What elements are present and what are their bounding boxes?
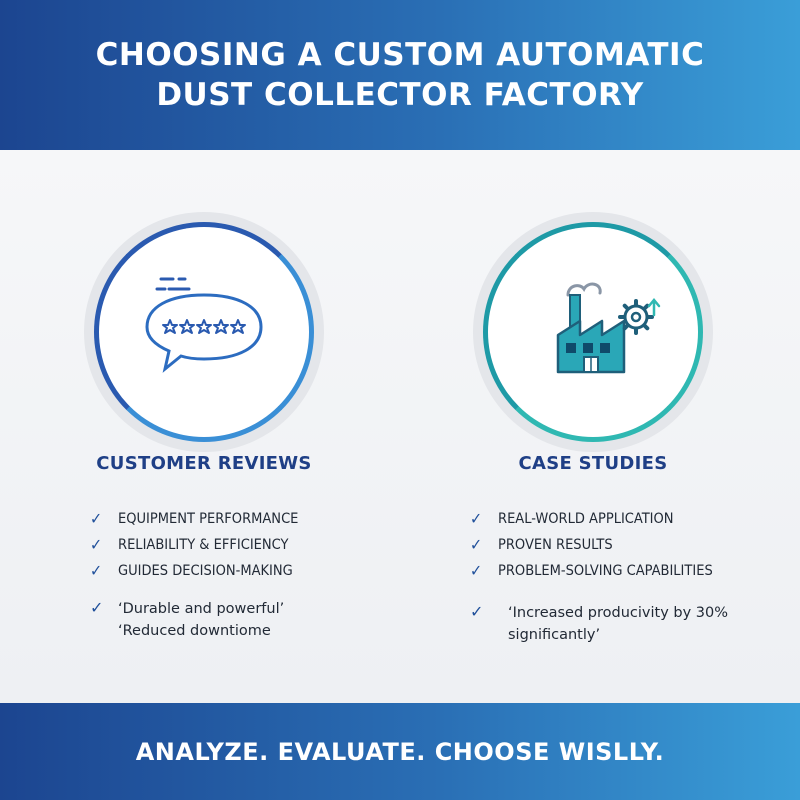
list-item: ✓REAL-WORLD APPLICATION [470, 506, 713, 532]
list-item: ✓PROVEN RESULTS [470, 532, 713, 558]
case-studies-quotes: ✓ ‘Increased producivity by 30% signific… [470, 602, 728, 646]
case-studies-circle-ring [483, 222, 703, 442]
case-studies-title: CASE STUDIES [518, 453, 668, 474]
reviews-list: ✓EQUIPMENT PERFORMANCE ✓RELIABILITY & EF… [90, 506, 298, 584]
page-title: CHOOSING A CUSTOM AUTOMATIC DUST COLLECT… [95, 37, 705, 113]
check-icon: ✓ [90, 561, 103, 580]
quote-line: ‘Increased producivity by 30% [508, 605, 729, 621]
footer-banner: ANALYZE. EVALUATE. CHOOSE WISLLY. [0, 703, 800, 800]
reviews-quotes: ✓ ‘Durable and powerful’ ‘Reduced downti… [90, 598, 284, 642]
factory-gear-icon [556, 282, 661, 374]
check-icon: ✓ [470, 561, 483, 580]
list-item: ✓GUIDES DECISION-MAKING [90, 558, 298, 584]
list-item: ✓EQUIPMENT PERFORMANCE [90, 506, 298, 532]
check-icon: ✓ [470, 509, 483, 528]
check-icon: ✓ [90, 509, 103, 528]
quote-line: significantly’ [508, 627, 601, 643]
list-item: ✓PROBLEM-SOLVING CAPABILITIES [470, 558, 713, 584]
check-icon: ✓ [90, 598, 104, 617]
check-icon: ✓ [90, 535, 103, 554]
quote-line: ‘Durable and powerful’ [118, 601, 285, 617]
footer-tagline: ANALYZE. EVALUATE. CHOOSE WISLLY. [135, 737, 665, 766]
speech-bubble-stars-icon [145, 277, 263, 373]
case-studies-circle [473, 212, 713, 452]
reviews-title: CUSTOMER REVIEWS [96, 453, 312, 474]
reviews-circle-ring [94, 222, 314, 442]
list-item: ✓RELIABILITY & EFFICIENCY [90, 532, 298, 558]
main-content: CUSTOMER REVIEWS ✓EQUIPMENT PERFORMANCE … [0, 150, 800, 703]
quote-line: ‘Reduced downtiome [118, 623, 271, 639]
reviews-circle [84, 212, 324, 452]
case-studies-list: ✓REAL-WORLD APPLICATION ✓PROVEN RESULTS … [470, 506, 713, 584]
header-banner: CHOOSING A CUSTOM AUTOMATIC DUST COLLECT… [0, 0, 800, 150]
check-icon: ✓ [470, 535, 483, 554]
check-icon: ✓ [470, 602, 484, 621]
